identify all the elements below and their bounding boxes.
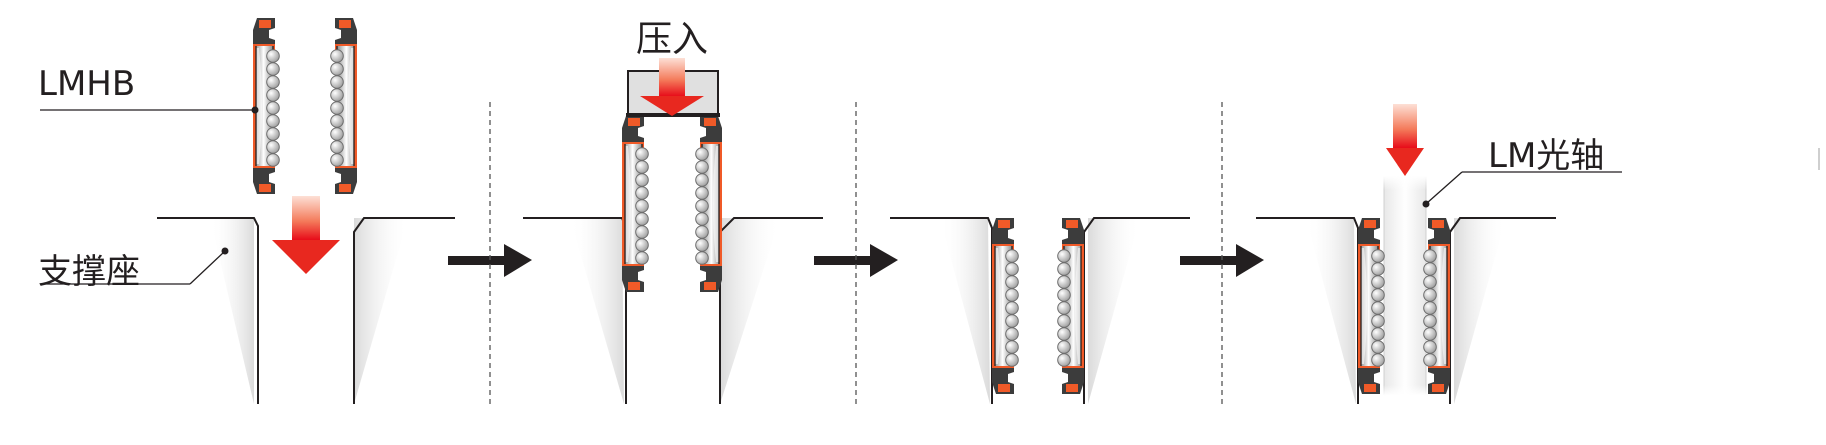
lmhb-bushing-4-right [1424,218,1450,394]
support-housing-2 [523,217,823,404]
lmhb-bushing-4 [1358,218,1384,394]
lmhb-label: LMHB [38,64,136,104]
right-arrow-icon [1180,244,1264,277]
step-1 [40,18,455,404]
lmhb-bushing-3 [992,218,1018,394]
support-housing-1 [157,217,455,404]
support-housing-4 [1256,217,1556,404]
down-arrow-icon [1386,104,1424,176]
right-arrow-icon [448,244,532,277]
lmhb-bushing-1 [253,18,279,194]
lmhb-bushing-1-right [331,18,357,194]
support-leader [40,247,229,285]
lmhb-bushing-2-right [696,116,722,292]
step-4 [1256,104,1622,415]
lm-shaft [1380,150,1430,415]
support-label: 支撑座 [38,252,140,292]
right-arrow-icon [814,244,898,277]
lm-shaft-label: LM光轴 [1488,136,1605,176]
lmhb-leader [40,106,259,114]
lmhb-bushing-3-right [1058,218,1084,394]
step-3 [890,217,1190,404]
step-2 [523,58,823,404]
support-housing-3 [890,217,1190,404]
down-arrow-icon [272,196,340,274]
press-in-label: 压入 [636,19,709,60]
lm-shaft-leader [1422,171,1622,208]
down-arrow-icon [640,58,704,116]
lmhb-bushing-2 [622,116,648,292]
scrollbar-edge[interactable] [1818,148,1826,170]
